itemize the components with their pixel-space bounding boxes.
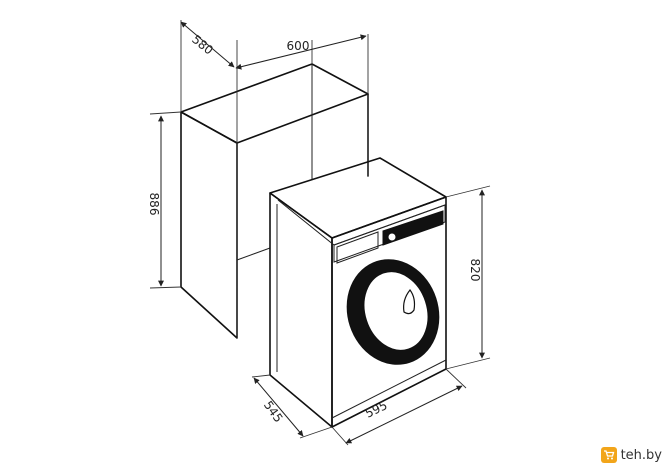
cart-logo-icon	[600, 447, 617, 463]
door	[346, 259, 440, 365]
niche-cabinet	[180, 63, 369, 339]
label-niche-height: 886	[147, 193, 161, 216]
label-machine-height: 820	[468, 259, 482, 282]
dimension-niche-depth: 580	[180, 20, 238, 143]
watermark-text: teh.by	[620, 447, 662, 463]
dimension-niche-width: 600	[235, 34, 369, 94]
label-machine-depth: 545	[261, 398, 286, 425]
dimension-niche-height: 886	[147, 111, 182, 289]
dimension-machine-height: 820	[445, 185, 491, 370]
label-machine-width: 595	[363, 398, 390, 421]
washing-machine	[269, 157, 447, 428]
label-niche-width: 600	[287, 39, 310, 53]
dimension-machine-width: 595	[331, 368, 467, 446]
watermark: teh.by	[600, 445, 662, 465]
dimension-machine-depth: 545	[251, 374, 333, 439]
label-niche-depth: 580	[189, 32, 216, 57]
